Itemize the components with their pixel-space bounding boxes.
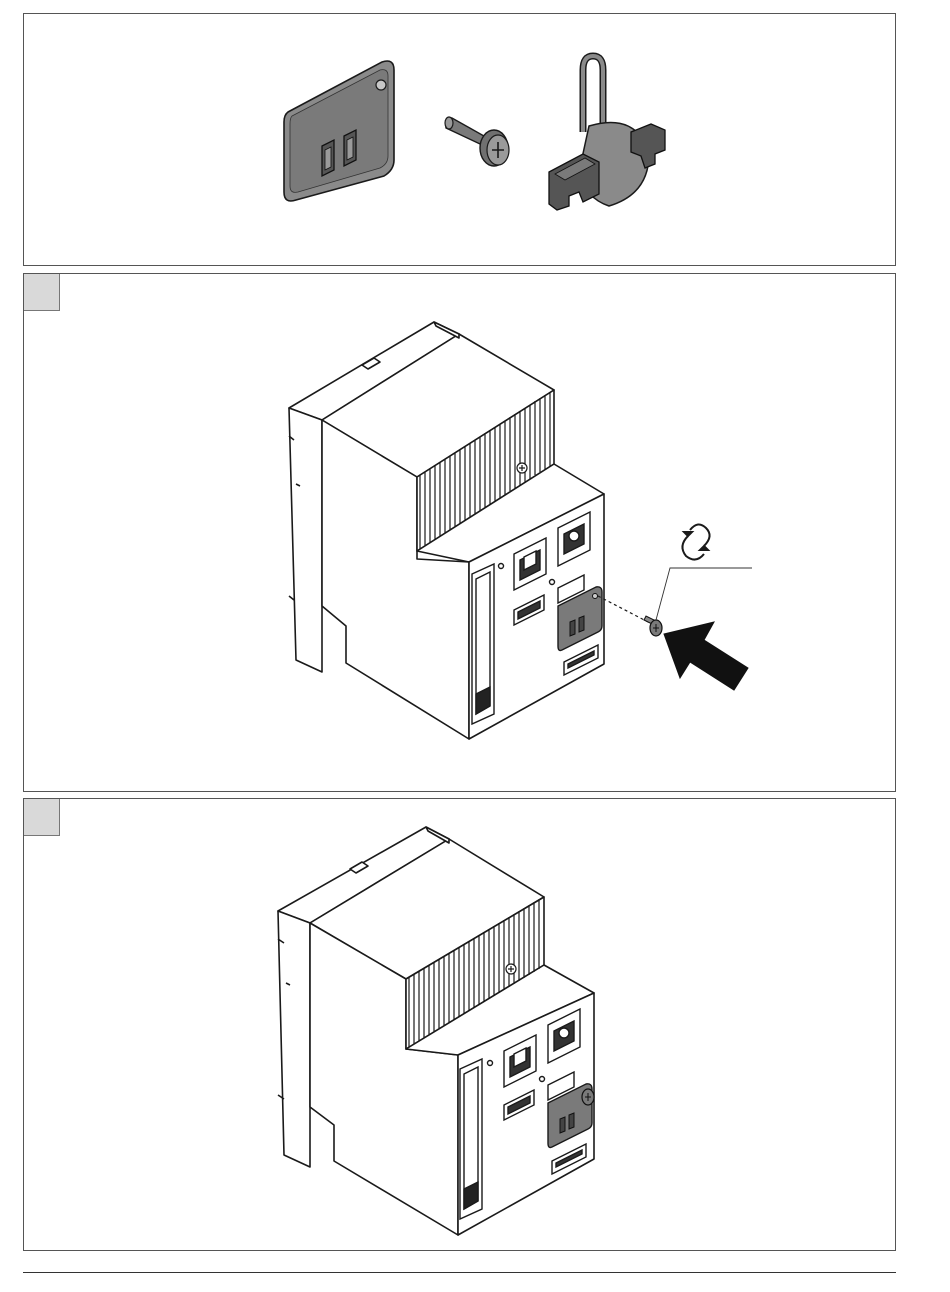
step-2-illustration [24, 799, 897, 1252]
parts-panel [23, 13, 896, 266]
step-1-illustration [24, 274, 897, 793]
step-2-panel [23, 798, 896, 1251]
padlock-hasp-icon [549, 56, 665, 210]
step-1-panel [23, 273, 896, 792]
parts-illustration [24, 14, 897, 267]
rotation-icon [682, 524, 709, 559]
screw-icon [644, 616, 662, 636]
lock-plate-icon [284, 61, 394, 201]
breaker-icon [278, 827, 594, 1235]
breaker-icon [289, 322, 604, 739]
screw-icon [582, 1089, 594, 1105]
leader-line [656, 568, 752, 620]
push-arrow-icon [664, 622, 748, 690]
footer-rule [23, 1272, 896, 1273]
insertion-path [598, 596, 650, 623]
screw-icon [445, 117, 509, 166]
